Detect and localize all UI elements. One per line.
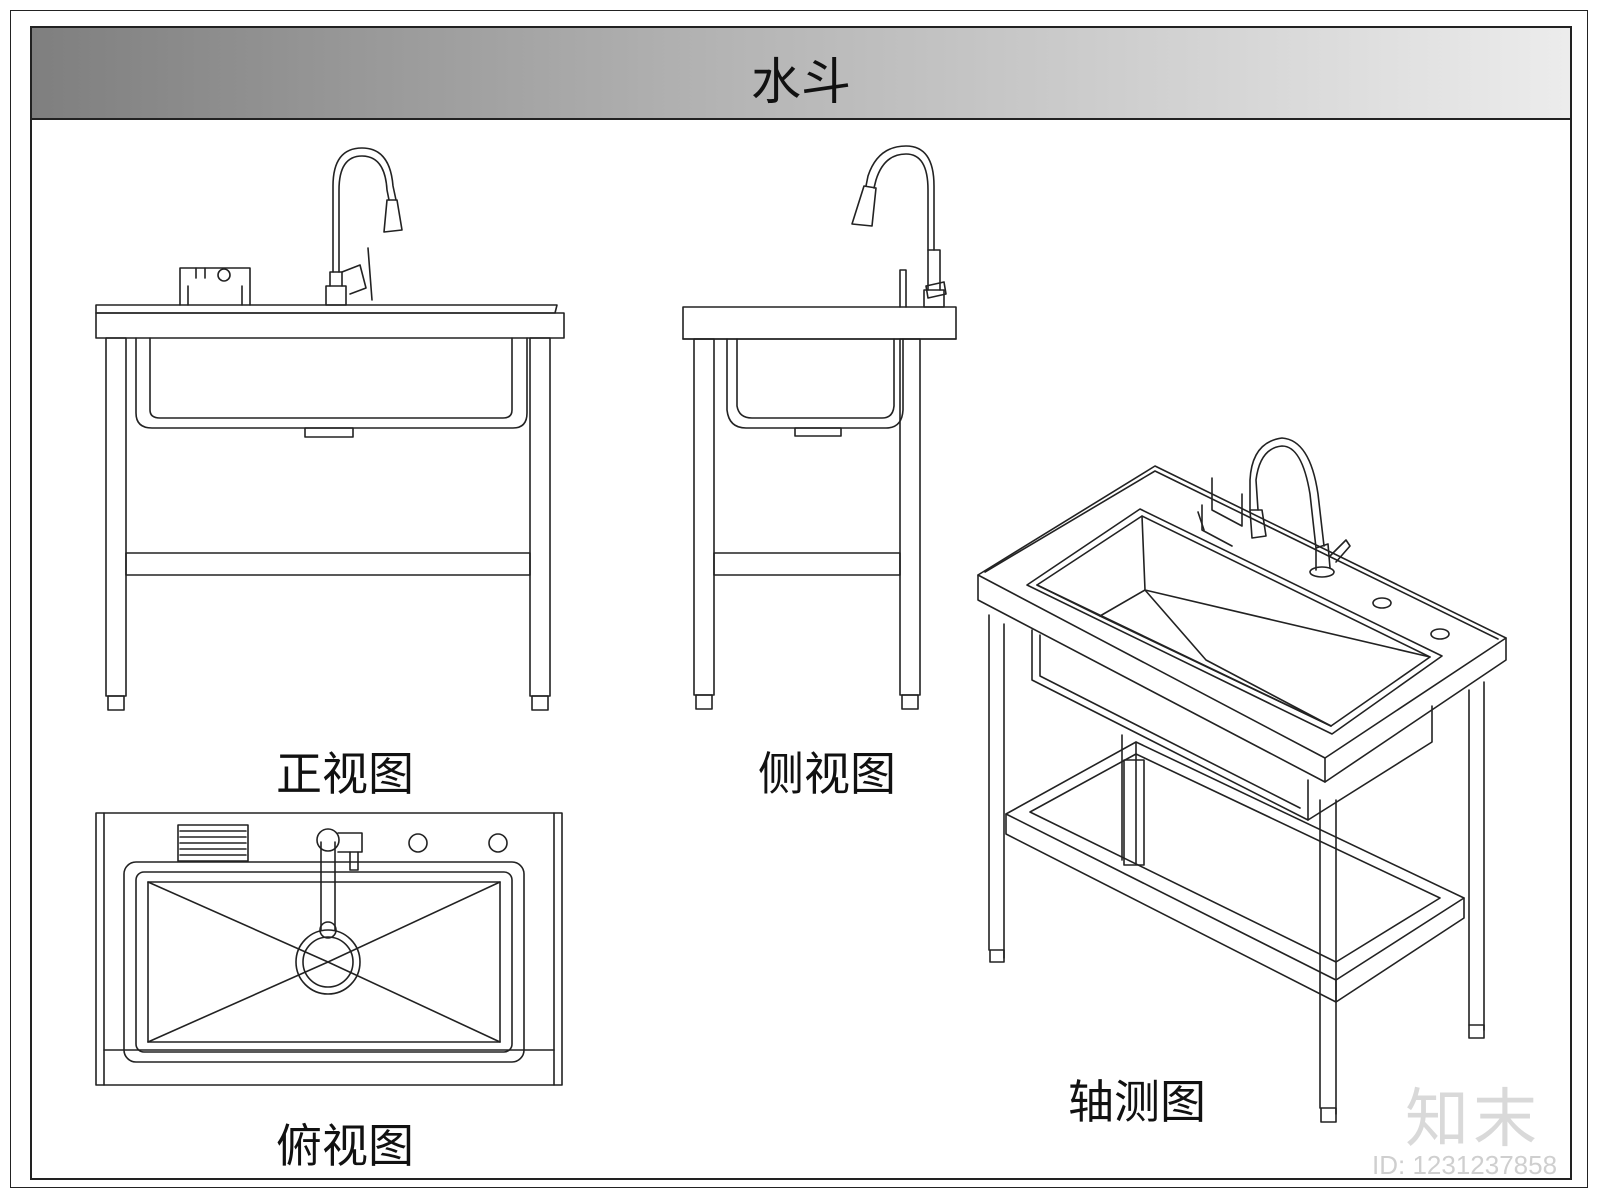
watermark-id: ID: 1231237858 (1372, 1150, 1558, 1180)
axonometric-drawing (978, 438, 1506, 1122)
side-view-drawing (683, 146, 956, 709)
axonometric-view-label: 轴测图 (1068, 1075, 1206, 1129)
outer-frame (10, 10, 1588, 1188)
front-view-label: 正视图 (276, 747, 414, 801)
watermark-logo: 知末 (1405, 1083, 1541, 1157)
drawing-title: 水斗 (751, 53, 851, 111)
drawing-frame (30, 26, 1572, 1180)
front-view-drawing (96, 148, 564, 710)
top-view-label: 俯视图 (276, 1119, 414, 1173)
top-view-drawing (96, 813, 562, 1085)
title-bar: 水斗 (32, 28, 1570, 120)
side-view-label: 侧视图 (758, 747, 896, 801)
